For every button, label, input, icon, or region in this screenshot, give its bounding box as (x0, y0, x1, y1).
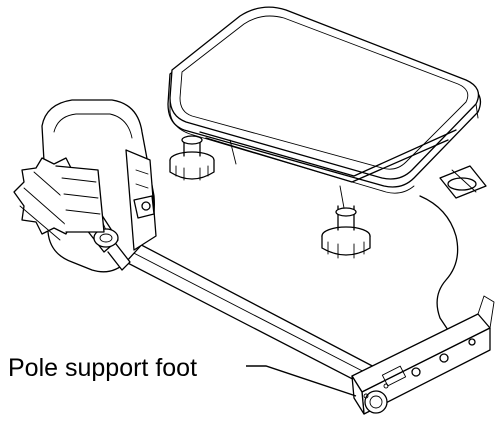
leveling-foot-front (321, 205, 371, 259)
weighing-platform (167, 6, 482, 194)
adjustment-knob (13, 157, 105, 241)
pole-support-foot (351, 295, 495, 415)
load-cell-cable (419, 195, 459, 331)
callout-label: Pole support foot (8, 354, 198, 382)
leveling-foot-left (169, 135, 215, 181)
platform-frame (199, 129, 457, 209)
leveling-foot-right (439, 165, 487, 199)
